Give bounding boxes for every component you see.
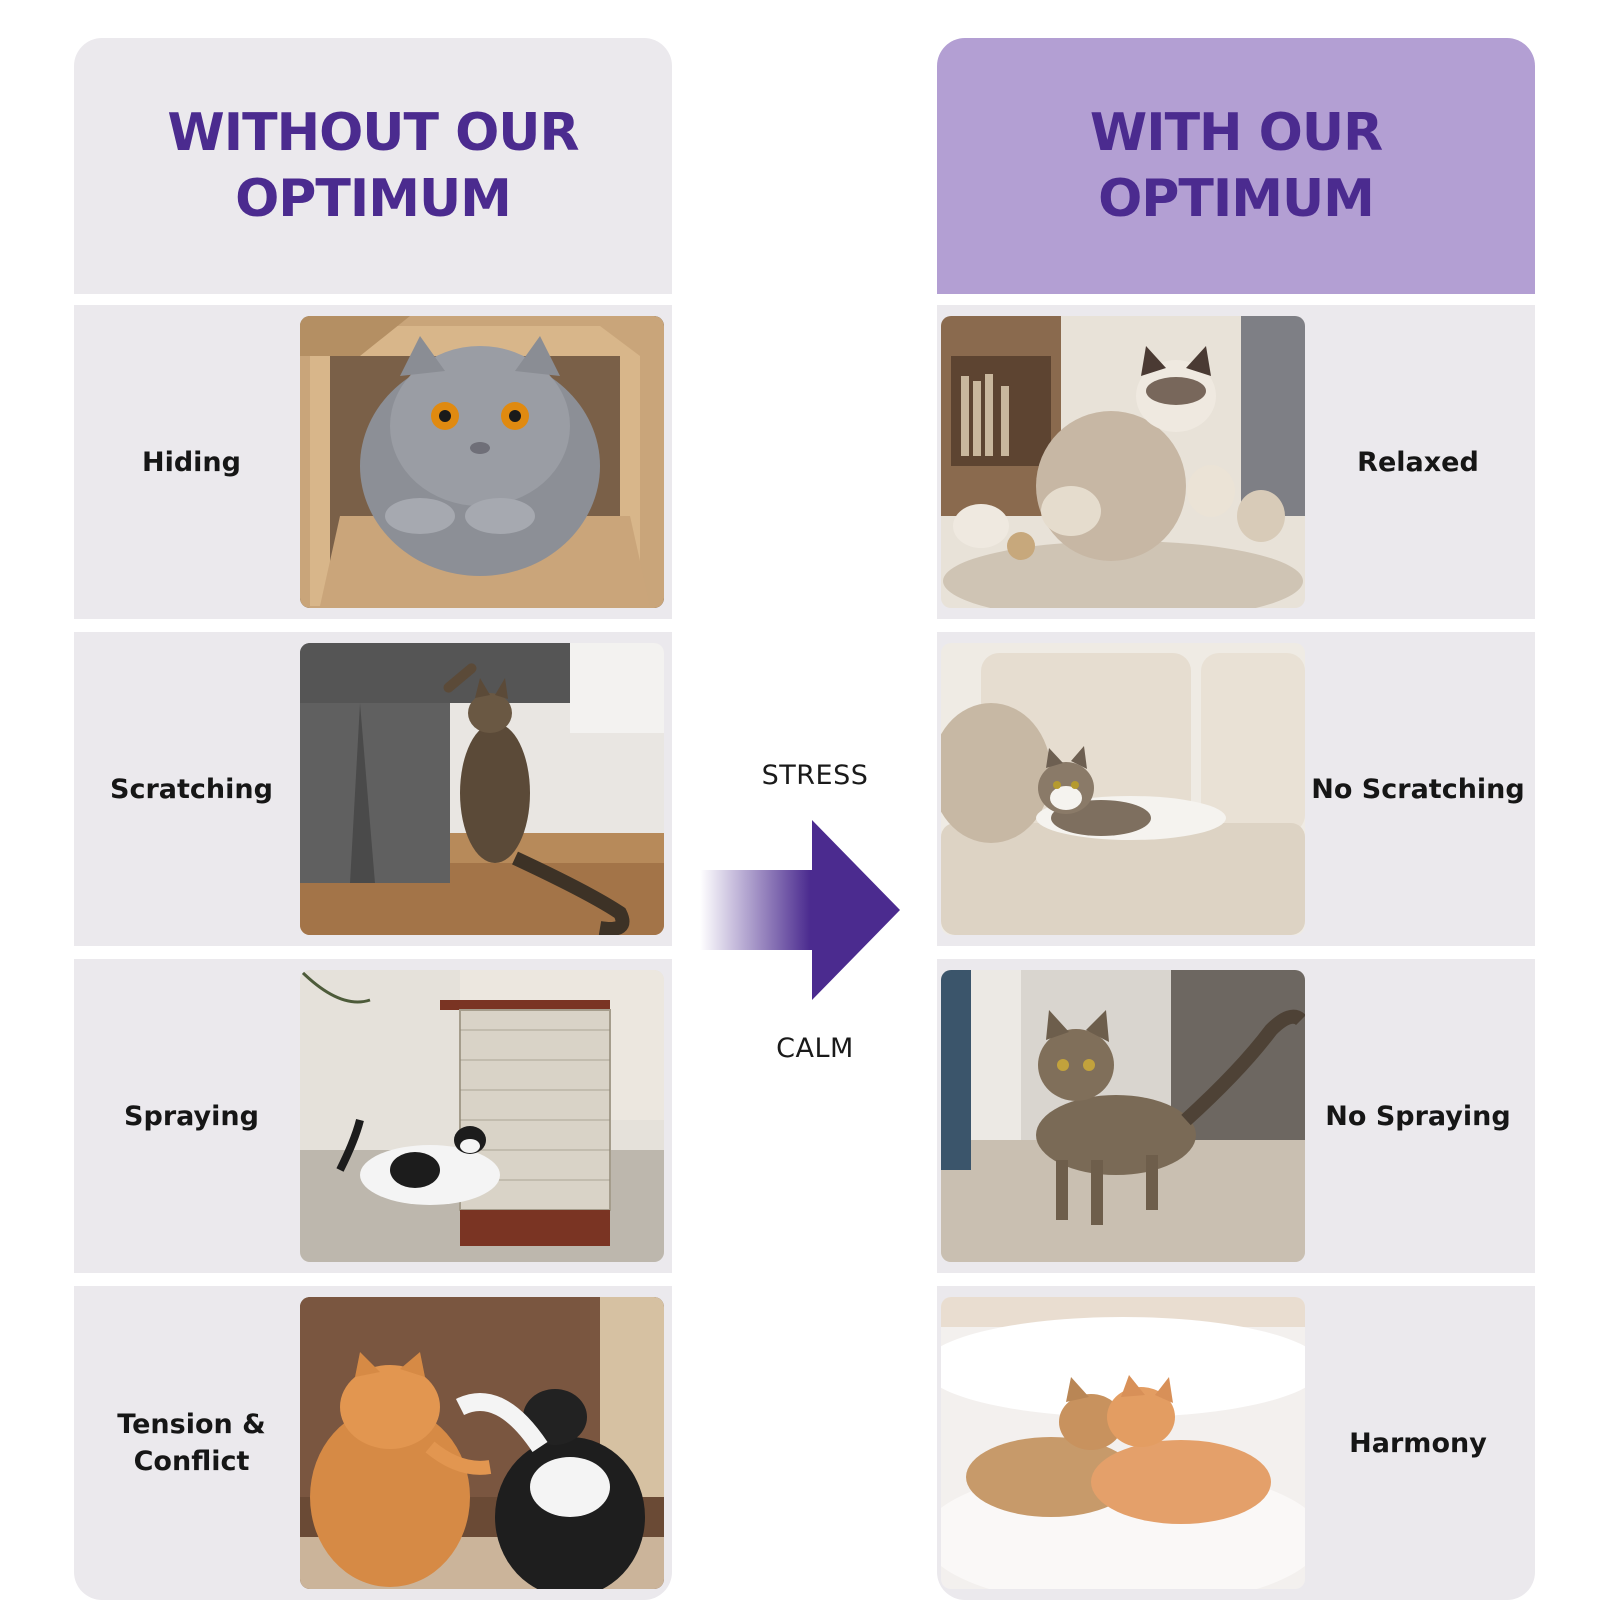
without-row-spraying: Spraying (74, 959, 672, 1273)
without-row-scratching: Scratching (74, 632, 672, 946)
with-title: WITH OUR OPTIMUM (1089, 103, 1383, 229)
row-label: Scratching (110, 773, 273, 805)
photo-grey-cat-in-box (300, 316, 664, 608)
photo-cat-on-white-sofa (941, 643, 1305, 935)
row-label: No Spraying (1325, 1100, 1511, 1132)
stress-label: STRESS (761, 760, 869, 791)
with-header: WITH OUR OPTIMUM (937, 38, 1535, 294)
row-label: No Scratching (1311, 773, 1525, 805)
arrow-right-icon (700, 820, 910, 1004)
without-column: WITHOUT OUR OPTIMUM Hiding (74, 38, 672, 1600)
without-header: WITHOUT OUR OPTIMUM (74, 38, 672, 294)
row-label: Harmony (1349, 1427, 1487, 1459)
photo-tabby-cat-walking (941, 970, 1305, 1262)
row-label: Spraying (124, 1100, 259, 1132)
without-row-hiding: Hiding (74, 305, 672, 619)
with-column: WITH OUR OPTIMUM Rela (937, 38, 1535, 1600)
photo-mother-cat-with-kittens (941, 316, 1305, 608)
calm-label: CALM (776, 1033, 854, 1064)
photo-cat-scratching-sofa (300, 643, 664, 935)
row-label: Relaxed (1357, 446, 1479, 478)
with-row-no-scratching: No Scratching (937, 632, 1535, 946)
photo-cats-fighting (300, 1297, 664, 1589)
without-row-tension-conflict: Tension & Conflict (74, 1286, 672, 1600)
without-title: WITHOUT OUR OPTIMUM (167, 103, 579, 229)
with-row-harmony: Harmony (937, 1286, 1535, 1600)
with-row-no-spraying: No Spraying (937, 959, 1535, 1273)
row-label: Hiding (142, 446, 241, 478)
photo-ginger-cats-cuddling (941, 1297, 1305, 1589)
with-row-relaxed: Relaxed (937, 305, 1535, 619)
photo-cat-at-scratch-guard (300, 970, 664, 1262)
row-label: Tension & Conflict (117, 1409, 266, 1477)
